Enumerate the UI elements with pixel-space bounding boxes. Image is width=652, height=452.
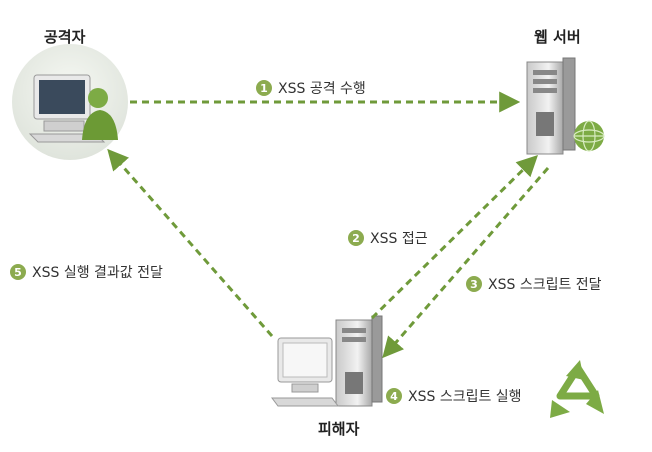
attacker-label: 공격자 xyxy=(44,28,86,46)
victim-label: 피해자 xyxy=(318,420,360,438)
arrow-step-5 xyxy=(107,148,274,337)
attacker-icon xyxy=(12,44,128,160)
recycle-icon xyxy=(556,364,600,400)
step-1-number: 1 xyxy=(256,80,272,96)
step-2-number: 2 xyxy=(348,230,364,246)
step-4-label: 4 XSS 스크립트 실행 xyxy=(386,386,522,406)
step-5-number: 5 xyxy=(10,264,26,280)
step-3-label: 3 XSS 스크립트 전달 xyxy=(466,274,602,294)
web-server-icon xyxy=(526,57,605,155)
step-4-number: 4 xyxy=(386,388,402,404)
step-3-text: XSS 스크립트 전달 xyxy=(488,277,602,293)
step-5-text: XSS 실행 결과값 전달 xyxy=(32,265,163,281)
web-server-label: 웹 서버 xyxy=(534,28,581,46)
arrow-step-2 xyxy=(370,155,538,320)
step-1-text: XSS 공격 수행 xyxy=(278,81,366,97)
step-5-label: 5 XSS 실행 결과값 전달 xyxy=(10,262,163,282)
arrow-step-3 xyxy=(382,167,550,359)
recycle-arrowheads xyxy=(550,360,604,418)
step-1-label: 1 XSS 공격 수행 xyxy=(256,78,366,98)
step-4-text: XSS 스크립트 실행 xyxy=(408,389,522,405)
step-2-label: 2 XSS 접근 xyxy=(348,228,428,248)
step-2-text: XSS 접근 xyxy=(370,231,428,247)
victim-icon xyxy=(271,315,383,407)
step-3-number: 3 xyxy=(466,276,482,292)
